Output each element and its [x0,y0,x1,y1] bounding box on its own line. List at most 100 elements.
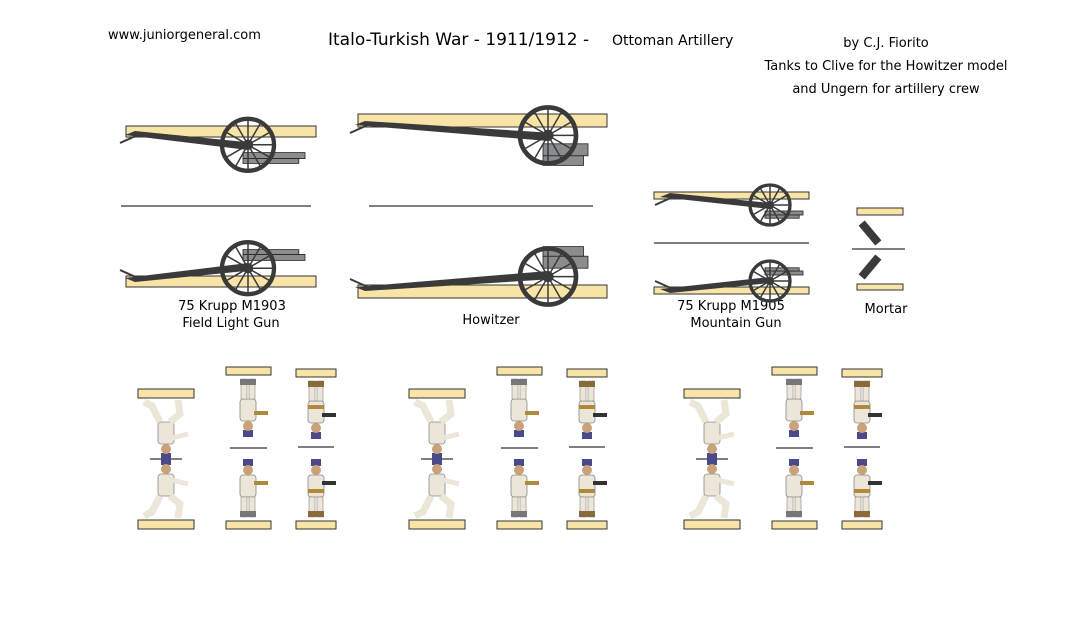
belt [854,489,870,493]
mountain-gun-top [654,183,804,227]
torso [239,474,257,498]
base-strip [295,520,337,530]
gun-trail [660,277,770,293]
legs [142,398,164,424]
legs [688,398,710,424]
torso [428,473,446,497]
base-strip [137,519,195,530]
crew-3-kneeling-bottom [688,458,735,520]
torso [510,398,528,422]
torso [307,400,325,424]
crew-2-standing-top [510,378,539,437]
legs [713,399,730,425]
howitzer-bottom [349,246,589,307]
base-strip [841,520,883,530]
boots [240,379,256,385]
arm [442,477,460,487]
crew-2-standing-bottom [510,459,539,518]
torso [853,400,871,424]
gun-trail [355,121,548,141]
wheel-hub [766,201,774,209]
mountain-gun-label-2: Mountain Gun [690,316,782,331]
base-strip [841,368,883,378]
fez [707,458,717,465]
torso [307,474,325,498]
gun-trail [125,263,248,282]
fez [857,432,867,439]
boots [511,511,527,517]
base-strip [653,286,810,295]
field-gun-top [119,116,306,173]
wheel-hub [766,277,774,285]
base-strip [408,519,466,530]
belt [579,489,595,493]
gun-recoil [764,214,800,219]
fez [243,430,253,437]
field-gun-bottom [119,240,306,297]
belt [579,405,595,409]
legs [167,399,184,425]
torso [578,474,596,498]
field-gun-label-2: Field Light Gun [182,316,280,331]
legs [438,493,455,519]
boots [854,381,870,387]
fez [311,432,321,439]
base-strip [225,366,272,376]
head [514,465,524,475]
head [857,423,867,433]
boots [786,511,802,517]
page-subtitle: Ottoman Artillery [612,33,734,49]
crew-3-standing-top [785,378,814,437]
base-strip [357,113,608,128]
head [789,465,799,475]
legs [688,494,710,520]
head [432,444,442,454]
fez [789,430,799,437]
torso [853,474,871,498]
fez [707,453,717,460]
legs [713,493,730,519]
credit-author: by C.J. Fiorito [843,36,929,51]
arm [171,431,189,441]
legs [142,494,164,520]
crew-3-gunner-top [853,380,882,439]
boots [579,381,595,387]
fez [789,459,799,466]
torso [428,421,446,445]
base-strip [683,388,741,399]
head [707,444,717,454]
fez [514,459,524,466]
howitzer-label: Howitzer [462,313,520,328]
legs [438,399,455,425]
head [432,464,442,474]
crew-1-gunner-top [307,380,336,439]
head [161,444,171,454]
arm [171,477,189,487]
crew-3-gunner-bottom [853,459,882,518]
wheel-hub [242,139,254,150]
boots [308,381,324,387]
boots [854,511,870,517]
gun-recoil [764,267,800,272]
base-strip [566,368,608,378]
head [311,465,321,475]
torso [510,474,528,498]
howitzer-top [349,105,589,166]
fez [582,432,592,439]
arm [442,431,460,441]
mortar-label: Mortar [864,302,908,317]
torso [239,398,257,422]
gun-trail [660,193,770,209]
base-strip [856,207,904,216]
crew-1-standing-top [239,378,268,437]
base-strip [771,520,818,530]
mountain-gun-label-1: 75 Krupp M1905 [677,299,785,314]
gun-trail [125,131,248,150]
base-strip [408,388,466,399]
torso [785,398,803,422]
head [514,421,524,431]
torso [785,474,803,498]
crew-1-kneeling-top [142,398,189,460]
crew-1-standing-bottom [239,459,268,518]
